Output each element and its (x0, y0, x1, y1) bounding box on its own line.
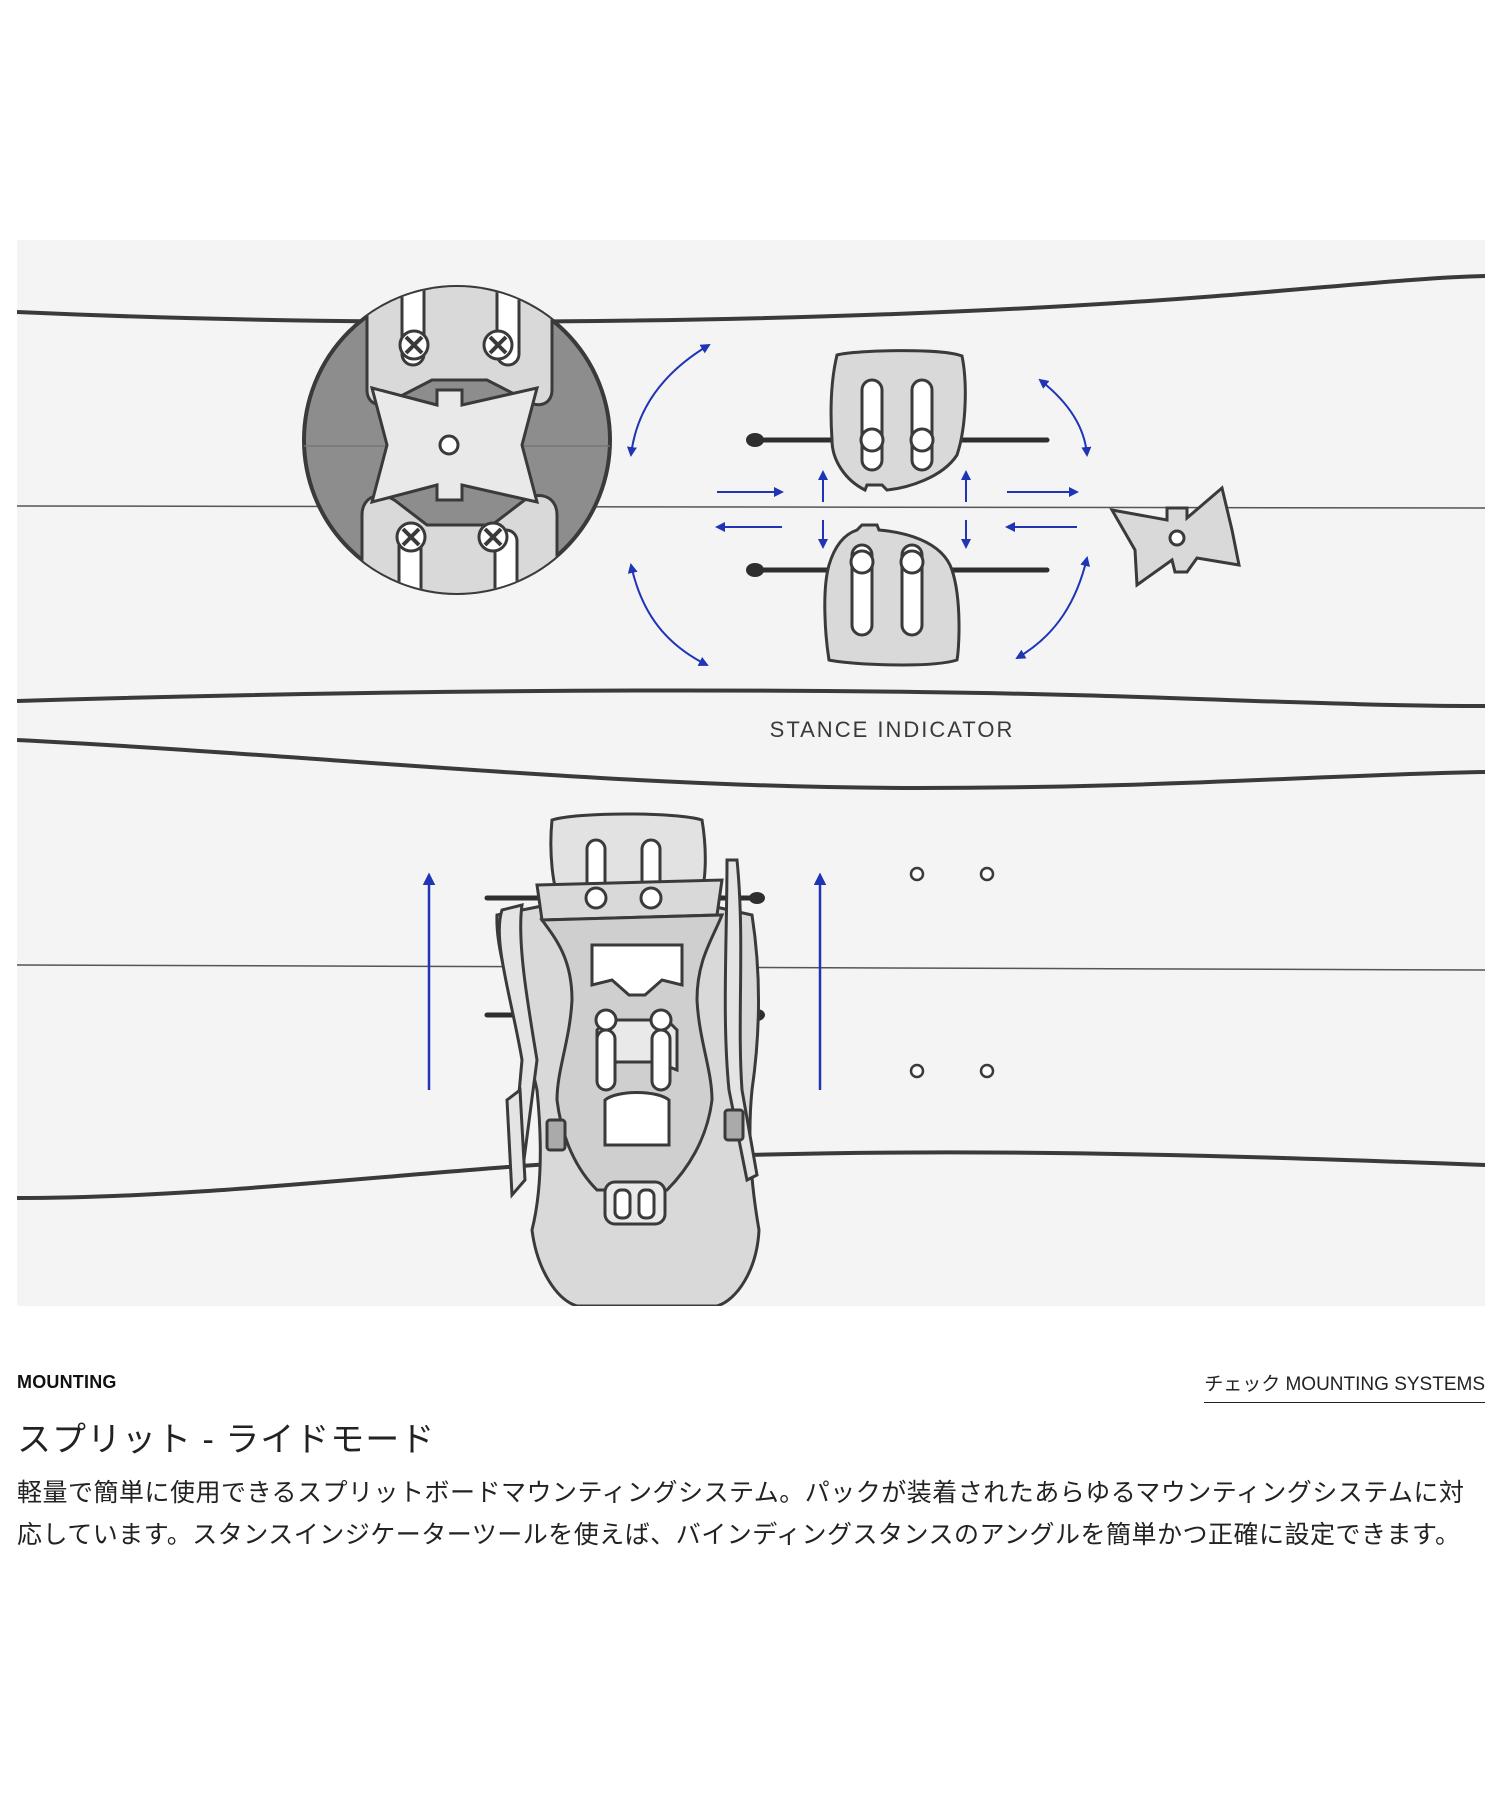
page-title: スプリット - ライドモード (17, 1421, 436, 1459)
screw-icon (395, 329, 514, 553)
insert-holes (909, 866, 995, 1079)
section-eyebrow: MOUNTING (17, 1372, 117, 1392)
puck-upper (746, 349, 1050, 493)
forward-arrows (422, 872, 827, 1090)
stance-indicator-tool (1109, 485, 1241, 588)
description-text: 軽量で簡単に使用できるスプリットボードマウンティングシステム。パックが装着された… (17, 1479, 1465, 1549)
binding (495, 812, 761, 1306)
top-board-center-line (17, 505, 1485, 509)
magnifier-circle (302, 285, 612, 595)
puck-lower (746, 523, 1050, 667)
screw-icon (584, 886, 673, 1032)
rotation-arrows (626, 343, 1092, 666)
top-board-outline (17, 274, 1485, 708)
check-mounting-systems-link[interactable]: チェック MOUNTING SYSTEMS (1204, 1369, 1485, 1403)
slide-arrows (715, 470, 1079, 549)
stance-indicator-label: STANCE INDICATOR (770, 717, 1015, 742)
mounting-diagram: STANCE INDICATOR (17, 240, 1485, 1306)
